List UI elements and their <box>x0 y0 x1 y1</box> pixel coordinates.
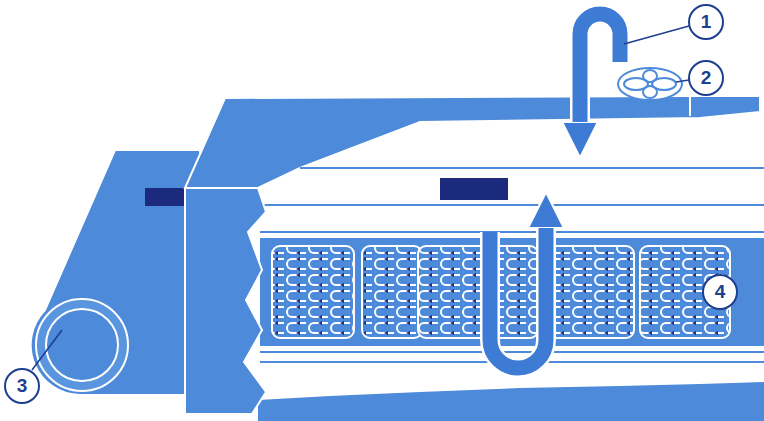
callout-number: 4 <box>705 277 735 307</box>
callout-number: 1 <box>691 7 721 37</box>
conveyor-belt <box>31 150 200 395</box>
airflow-arrow <box>490 210 546 368</box>
housing <box>185 96 764 421</box>
fan-symbol <box>618 68 682 100</box>
airflow-arrow <box>580 14 620 140</box>
callout-number: 2 <box>691 63 721 93</box>
leader-line <box>32 26 728 370</box>
airflow-arrow <box>490 210 546 368</box>
product-block <box>440 178 508 200</box>
callout-number: 3 <box>7 371 37 401</box>
airflow-arrow <box>580 14 620 140</box>
callout-circle <box>5 5 737 403</box>
